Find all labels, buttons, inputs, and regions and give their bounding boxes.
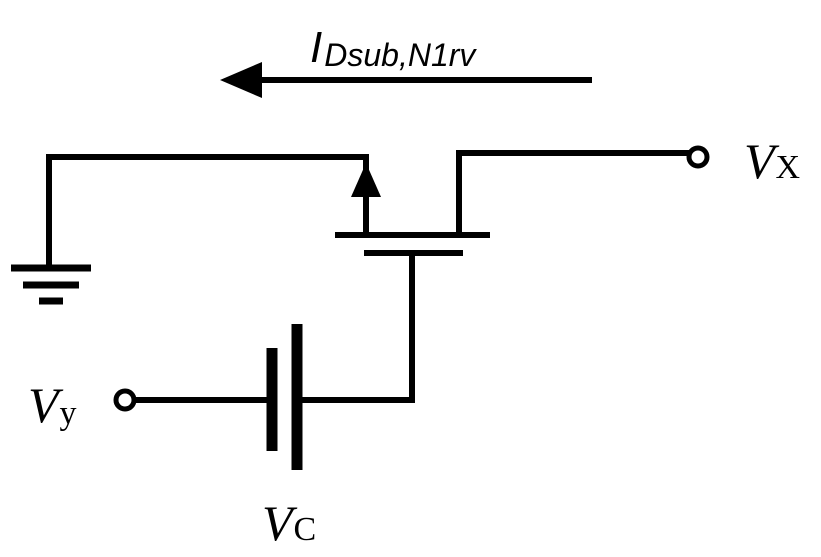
vy-label-subscript: y bbox=[60, 395, 77, 432]
gate-wire bbox=[298, 253, 415, 403]
vy-terminal bbox=[113, 388, 137, 412]
vy-label: Vy bbox=[28, 377, 77, 433]
vc-label-subscript: C bbox=[294, 511, 317, 548]
vx-terminal bbox=[686, 145, 710, 169]
source-arrow-icon bbox=[351, 163, 381, 197]
vx-label-subscript: X bbox=[776, 149, 801, 186]
ground-wire bbox=[46, 154, 369, 268]
current-label: IDsub,N1rv bbox=[310, 23, 477, 73]
mosfet-transistor bbox=[335, 232, 490, 256]
drain-wire bbox=[456, 150, 690, 235]
current-arrow bbox=[220, 62, 592, 98]
current-label-subscript: Dsub,N1rv bbox=[324, 37, 477, 73]
vc-label: VC bbox=[262, 495, 316, 551]
current-label-main: I bbox=[310, 23, 322, 72]
current-arrow-head bbox=[220, 62, 262, 98]
capacitor-symbol bbox=[266, 324, 303, 470]
vy-label-main: V bbox=[28, 377, 64, 433]
ground-symbol bbox=[11, 264, 91, 305]
vx-label: VX bbox=[744, 133, 800, 189]
vc-label-main: V bbox=[262, 495, 298, 551]
vx-label-main: V bbox=[744, 133, 780, 189]
